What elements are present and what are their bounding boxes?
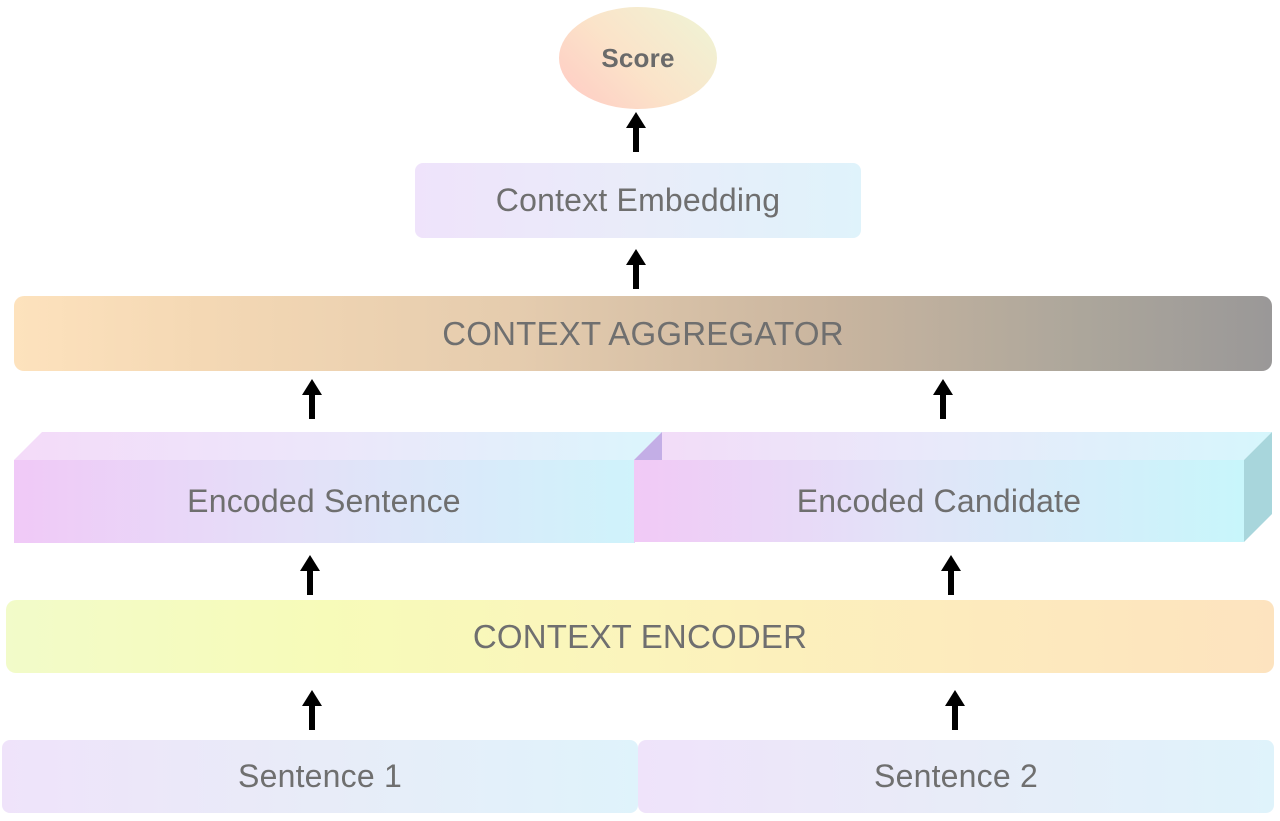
- sentence-2-box: Sentence 2: [638, 740, 1274, 813]
- arrow-up-icon: [300, 555, 320, 595]
- encoded-sentence-box: Encoded Sentence: [14, 460, 634, 543]
- arrow-up-icon: [626, 249, 646, 289]
- context-aggregator-label: CONTEXT AGGREGATOR: [442, 314, 844, 352]
- arrow-up-icon: [933, 379, 953, 419]
- arrow-up-icon: [302, 379, 322, 419]
- sentence-1-box: Sentence 1: [2, 740, 638, 813]
- encoded-candidate-top-face: [634, 432, 1272, 460]
- context-aggregator-box: CONTEXT AGGREGATOR: [14, 296, 1272, 371]
- context-embedding-box: Context Embedding: [415, 163, 861, 238]
- encoded-candidate-box: Encoded Candidate: [634, 460, 1244, 542]
- encoded-sentence-top-face: [14, 432, 662, 460]
- encoded-candidate-label: Encoded Candidate: [796, 482, 1082, 519]
- context-embedding-label: Context Embedding: [495, 182, 781, 218]
- arrow-up-icon: [626, 112, 646, 152]
- score-node: Score: [559, 7, 717, 109]
- sentence-1-label: Sentence 1: [238, 758, 402, 794]
- arrow-up-icon: [941, 555, 961, 595]
- context-encoder-box: CONTEXT ENCODER: [6, 600, 1274, 673]
- encoded-candidate-side-face: [1244, 432, 1272, 542]
- sentence-2-label: Sentence 2: [874, 758, 1038, 794]
- context-encoder-label: CONTEXT ENCODER: [472, 617, 808, 655]
- encoded-sentence-label: Encoded Sentence: [187, 483, 461, 519]
- arrow-up-icon: [302, 690, 322, 730]
- arrow-up-icon: [945, 690, 965, 730]
- score-label: Score: [601, 42, 675, 73]
